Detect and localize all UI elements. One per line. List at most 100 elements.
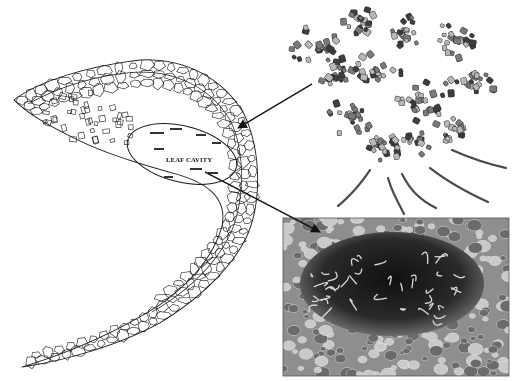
plant-leaflet xyxy=(400,18,407,25)
leaf-cell xyxy=(227,192,241,203)
plant-leaflet xyxy=(460,77,467,85)
leaf-cell xyxy=(148,307,157,318)
plant-leaflet xyxy=(340,18,346,25)
plant-leaflet xyxy=(426,144,432,150)
sem-cell xyxy=(280,366,288,372)
sem-cell xyxy=(403,348,410,354)
leaf-cell xyxy=(103,129,110,134)
plant-leaflet xyxy=(303,25,308,31)
plant-leaflets xyxy=(289,6,497,162)
leaf-cell xyxy=(126,117,132,122)
leaf-cell xyxy=(205,272,220,279)
leaf-cell xyxy=(223,128,235,138)
plant-leaflet xyxy=(414,40,419,45)
microlabel-mark xyxy=(150,132,164,134)
sem-cell xyxy=(468,327,476,333)
leaf-cell xyxy=(78,132,85,139)
plant-leaflet xyxy=(394,153,400,160)
sem-cell xyxy=(470,359,481,367)
leaf-cell xyxy=(225,212,235,221)
sem-cell xyxy=(358,356,367,363)
leaf-cell xyxy=(120,323,130,329)
plant-leaflet xyxy=(428,107,434,114)
sem-cell xyxy=(319,325,333,335)
sem-cell xyxy=(428,224,435,229)
plant-leaflet xyxy=(358,16,363,20)
plant-leaflet xyxy=(333,99,341,108)
leaf-cell xyxy=(248,155,256,162)
leaf-cell xyxy=(156,312,171,320)
sem-cell xyxy=(294,252,303,259)
plant-leaflet xyxy=(486,76,494,84)
sem-cell xyxy=(430,346,444,357)
plant-leaflet xyxy=(443,80,449,86)
plant-leaflet xyxy=(364,6,372,13)
sem-cell xyxy=(281,245,287,250)
sem-cell xyxy=(498,361,514,373)
plant-leaflet xyxy=(490,86,497,92)
leaf-cell xyxy=(117,119,123,125)
leaf-cell xyxy=(90,128,94,133)
sem-cell xyxy=(426,332,438,341)
leaf-cell xyxy=(110,138,115,142)
sem-cell xyxy=(326,349,335,356)
leaf-cell xyxy=(93,83,104,96)
leaf-cell xyxy=(129,63,137,69)
plant-leaflet xyxy=(378,158,382,163)
leaf-cell xyxy=(212,113,224,119)
sem-cell xyxy=(488,346,498,353)
sem-cell xyxy=(298,337,307,344)
plant-leaflet xyxy=(437,38,442,43)
leaf-cell xyxy=(57,78,72,85)
leaf-cell xyxy=(213,97,221,105)
microlabel-mark xyxy=(212,142,221,144)
plant-leaflet xyxy=(325,57,330,62)
sem-cell xyxy=(377,343,386,350)
sem-cell xyxy=(283,341,296,351)
leaf-cell xyxy=(215,249,225,258)
plant-leaflet xyxy=(305,56,311,62)
leaf-cell xyxy=(168,296,178,303)
plant-leaflet xyxy=(444,120,450,127)
leaf-cell xyxy=(117,83,129,89)
sem-cell xyxy=(322,215,337,227)
plant-leaflet xyxy=(389,66,396,73)
sem-cell xyxy=(385,351,398,361)
leaf-cell xyxy=(230,106,243,117)
sem-cell xyxy=(299,260,307,266)
sem-cell xyxy=(362,346,368,351)
microlabel-mark xyxy=(154,148,164,150)
leaf-cell xyxy=(51,98,57,104)
sem-cell xyxy=(422,356,428,360)
leaf-cell xyxy=(169,304,179,311)
leaf-cell xyxy=(163,80,175,91)
plant-leaflet xyxy=(411,30,417,36)
sem-cell xyxy=(498,294,506,300)
sem-cell xyxy=(287,326,300,336)
leaf-cell xyxy=(197,96,212,108)
leaf-cell xyxy=(243,218,252,224)
leaf-cell xyxy=(74,100,79,105)
sem-cell xyxy=(278,235,293,246)
leaf-cell xyxy=(237,145,246,156)
plant-leaflet xyxy=(454,79,459,84)
leaf-inner-layer xyxy=(28,72,242,312)
plant-leaflet xyxy=(292,54,297,59)
leaf-cell xyxy=(177,68,190,74)
plant-leaflet xyxy=(360,108,364,113)
sem-cell xyxy=(485,256,492,262)
sem-cell xyxy=(353,226,365,235)
plant-leaflet xyxy=(399,100,405,106)
leaf-cell xyxy=(124,141,129,145)
plant-leaflet xyxy=(366,50,375,59)
sem-cell xyxy=(437,226,451,237)
microlabel-mark xyxy=(190,168,202,170)
sem-cell xyxy=(406,227,413,233)
plant-leaflet xyxy=(469,33,475,39)
sem-cell xyxy=(298,366,304,370)
sem-cell xyxy=(293,277,301,283)
leaf-cell xyxy=(49,99,60,106)
sem-cell xyxy=(302,310,308,314)
leaf-cell xyxy=(201,248,213,262)
